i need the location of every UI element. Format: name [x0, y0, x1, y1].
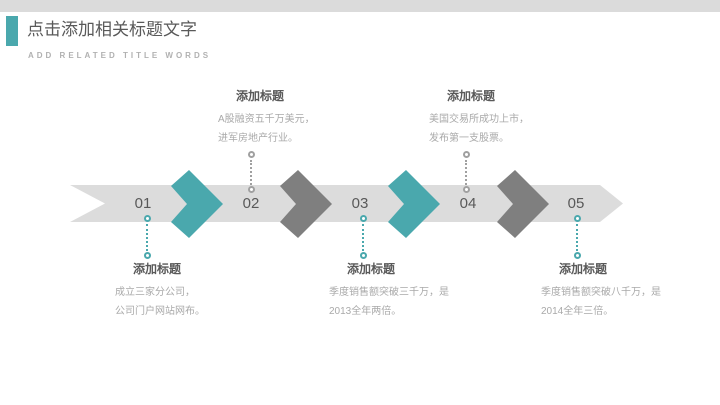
timeline-step-number-1: 01	[134, 195, 152, 212]
timeline-step-number-5: 05	[567, 195, 585, 212]
milestone-block-4: 添加标题 美国交易所成功上市， 发布第一支股票。	[429, 88, 529, 148]
connector-dot	[463, 186, 470, 193]
page-subtitle: ADD RELATED TITLE WORDS	[28, 51, 212, 60]
chevron-icon-1	[171, 170, 223, 238]
connector-line	[576, 224, 578, 251]
timeline-step-number-3: 03	[351, 195, 369, 212]
milestone-heading: 添加标题	[236, 89, 285, 103]
connector-line	[465, 160, 467, 185]
connector-dot	[248, 151, 255, 158]
milestone-text-line: 公司门户网站网布。	[115, 306, 205, 317]
milestone-block-3: 添加标题 季度销售额突破三千万，是 2013全年两倍。	[329, 261, 449, 321]
milestone-heading: 添加标题	[447, 89, 496, 103]
milestone-text-line: 进军房地产行业。	[218, 133, 298, 144]
top-strip	[0, 0, 720, 12]
milestone-text-line: 2014全年三倍。	[541, 306, 614, 317]
page-title: 点击添加相关标题文字	[27, 20, 197, 39]
milestone-heading: 添加标题	[347, 262, 396, 276]
connector-dot	[144, 215, 151, 222]
milestone-block-2: 添加标题 A股融资五千万美元， 进军房地产行业。	[218, 88, 315, 148]
connector-dot	[574, 252, 581, 259]
milestone-text-line: 2013全年两倍。	[329, 306, 402, 317]
milestone-heading: 添加标题	[559, 262, 608, 276]
milestone-text-line: 发布第一支股票。	[429, 133, 509, 144]
connector-dot	[574, 215, 581, 222]
connector-dot	[360, 252, 367, 259]
chevron-icon-2	[280, 170, 332, 238]
title-accent-bar	[6, 16, 18, 46]
timeline-step-number-2: 02	[242, 195, 260, 212]
connector-line	[146, 224, 148, 251]
milestone-heading: 添加标题	[133, 262, 182, 276]
connector-dot	[144, 252, 151, 259]
milestone-text-line: 美国交易所成功上市，	[429, 114, 529, 125]
chevron-icon-3	[388, 170, 440, 238]
connector-dot	[360, 215, 367, 222]
milestone-text-line: 成立三家分公司，	[115, 287, 195, 298]
connector-dot	[248, 186, 255, 193]
milestone-block-5: 添加标题 季度销售额突破八千万，是 2014全年三倍。	[541, 261, 661, 321]
chevron-icon-4	[497, 170, 549, 238]
timeline-step-number-4: 04	[459, 195, 477, 212]
milestone-text-line: 季度销售额突破三千万，是	[329, 287, 449, 298]
connector-dot	[463, 151, 470, 158]
milestone-text-line: A股融资五千万美元，	[218, 114, 315, 125]
connector-line	[250, 160, 252, 185]
milestone-text-line: 季度销售额突破八千万，是	[541, 287, 661, 298]
milestone-block-1: 添加标题 成立三家分公司， 公司门户网站网布。	[115, 261, 205, 321]
connector-line	[362, 224, 364, 251]
